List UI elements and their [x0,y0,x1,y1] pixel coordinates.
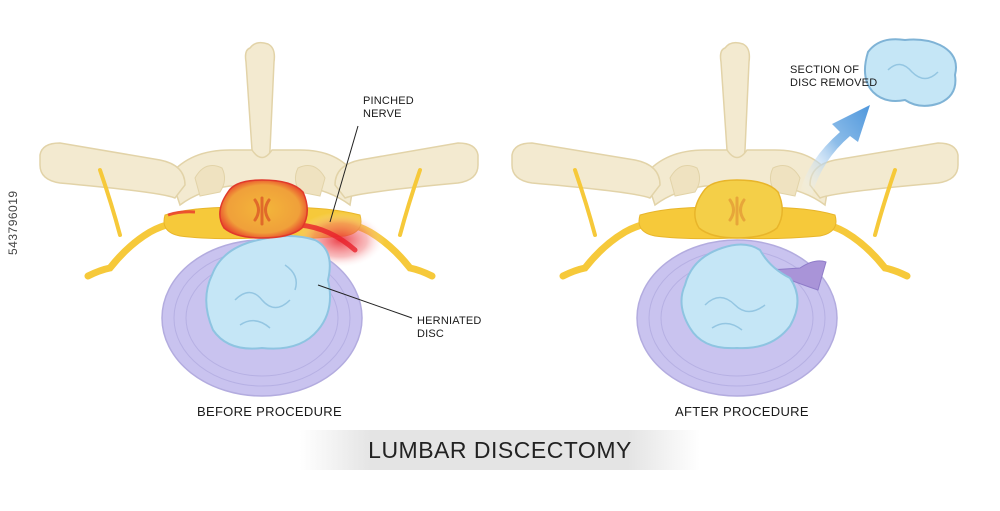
fragment-squiggles [887,63,939,80]
facet-left [669,165,701,197]
nucleus-squiggles [704,296,766,331]
spinous-process [244,41,276,169]
vertebral-arch [169,149,356,207]
spinal-cord-symbol [253,196,271,226]
spinous-process [719,41,751,169]
nerve-branch-right [398,168,422,237]
transverse-process-right [334,142,479,199]
transverse-process-left [39,142,186,199]
after-caption: AFTER PROCEDURE [675,404,809,419]
removed-disc-fragment [863,38,957,107]
transverse-process-right [809,142,959,199]
before-caption: BEFORE PROCEDURE [197,404,342,419]
nucleus-squiggles [234,264,297,329]
vertebral-arch [644,149,831,207]
herniated-disc-label: HERNIATED DISC [417,315,482,340]
left-nerve-red [167,210,196,217]
page-title: LUMBAR DISCECTOMY [368,437,632,463]
spinal-canal [219,179,308,239]
after-panel [511,38,959,397]
removal-arrow [800,105,870,195]
nerve-branch-left [573,168,597,237]
spinal-cord-symbol [728,196,746,226]
title-banner: LUMBAR DISCECTOMY [300,430,700,470]
nerve-branch-left [98,168,122,237]
transverse-process-left [511,142,661,199]
herniated-disc-leader [317,284,413,319]
stock-id: 543796019 [6,190,20,255]
pinched-nerve-red [297,222,358,253]
facet-left [194,165,226,197]
before-panel [39,41,479,397]
pinched-nerve-label: PINCHED NERVE [363,95,414,120]
remaining-nucleus [680,243,799,350]
section-removed-label: SECTION OF DISC REMOVED [790,64,878,89]
pinched-nerve-leader [329,125,359,223]
spinal-canal [694,179,783,239]
nerve-branch-right [873,168,897,237]
